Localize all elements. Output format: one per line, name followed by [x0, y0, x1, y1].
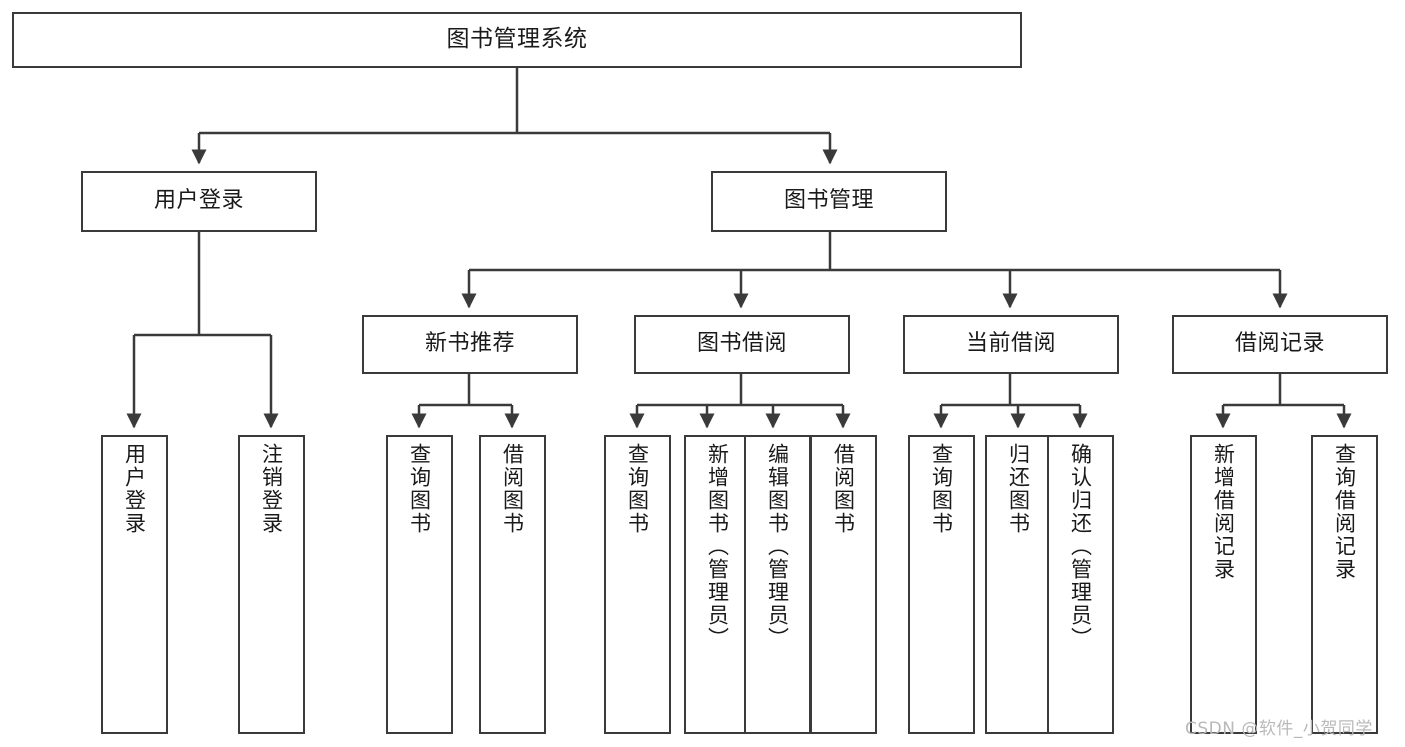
leaf-query-book-3[interactable]: 查询图书 [908, 435, 975, 734]
leaf-return-book[interactable]: 归还图书 [985, 435, 1052, 734]
node-user-login[interactable]: 用户登录 [81, 171, 317, 232]
leaf-user-login[interactable]: 用户登录 [101, 435, 168, 734]
leaf-query-borrow-record-label: 查询借阅记录 [1332, 443, 1357, 581]
leaf-user-login-label: 用户登录 [122, 443, 147, 535]
node-user-login-label: 用户登录 [153, 188, 244, 214]
node-book-borrow[interactable]: 图书借阅 [634, 315, 850, 374]
leaf-query-book-2[interactable]: 查询图书 [604, 435, 671, 734]
node-borrow-record-label: 借阅记录 [1234, 331, 1325, 357]
node-root-label: 图书管理系统 [446, 26, 588, 53]
node-new-book-recommend[interactable]: 新书推荐 [362, 315, 578, 374]
leaf-borrow-book-2-label: 借阅图书 [831, 443, 856, 535]
leaf-edit-book-admin[interactable]: 编辑图书（管理员） [744, 435, 811, 734]
leaf-add-book-admin[interactable]: 新增图书（管理员） [684, 435, 751, 734]
node-borrow-record[interactable]: 借阅记录 [1172, 315, 1388, 374]
node-new-book-recommend-label: 新书推荐 [424, 331, 515, 357]
leaf-logout-login[interactable]: 注销登录 [238, 435, 305, 734]
node-book-manage-label: 图书管理 [783, 188, 874, 214]
leaf-return-book-label: 归还图书 [1006, 443, 1031, 535]
node-book-borrow-label: 图书借阅 [696, 331, 787, 357]
leaf-query-book-3-label: 查询图书 [929, 443, 954, 535]
leaf-confirm-return-admin-label: 确认归还（管理员） [1068, 443, 1093, 650]
leaf-query-book-1-label: 查询图书 [407, 443, 432, 535]
leaf-add-borrow-record-label: 新增借阅记录 [1211, 443, 1236, 581]
leaf-add-book-admin-label: 新增图书（管理员） [705, 443, 730, 650]
leaf-query-borrow-record[interactable]: 查询借阅记录 [1311, 435, 1378, 734]
leaf-borrow-book-2[interactable]: 借阅图书 [810, 435, 877, 734]
node-current-borrow[interactable]: 当前借阅 [903, 315, 1119, 374]
node-root[interactable]: 图书管理系统 [12, 12, 1022, 68]
leaf-confirm-return-admin[interactable]: 确认归还（管理员） [1047, 435, 1114, 734]
leaf-edit-book-admin-label: 编辑图书（管理员） [765, 443, 790, 650]
leaf-logout-login-label: 注销登录 [259, 443, 284, 535]
watermark: CSDN @软件_小贺同学 [1185, 719, 1373, 739]
leaf-borrow-book-1-label: 借阅图书 [500, 443, 525, 535]
leaf-query-book-2-label: 查询图书 [625, 443, 650, 535]
leaf-borrow-book-1[interactable]: 借阅图书 [479, 435, 546, 734]
node-current-borrow-label: 当前借阅 [965, 331, 1056, 357]
leaf-query-book-1[interactable]: 查询图书 [386, 435, 453, 734]
leaf-add-borrow-record[interactable]: 新增借阅记录 [1190, 435, 1257, 734]
node-book-manage[interactable]: 图书管理 [711, 171, 947, 232]
